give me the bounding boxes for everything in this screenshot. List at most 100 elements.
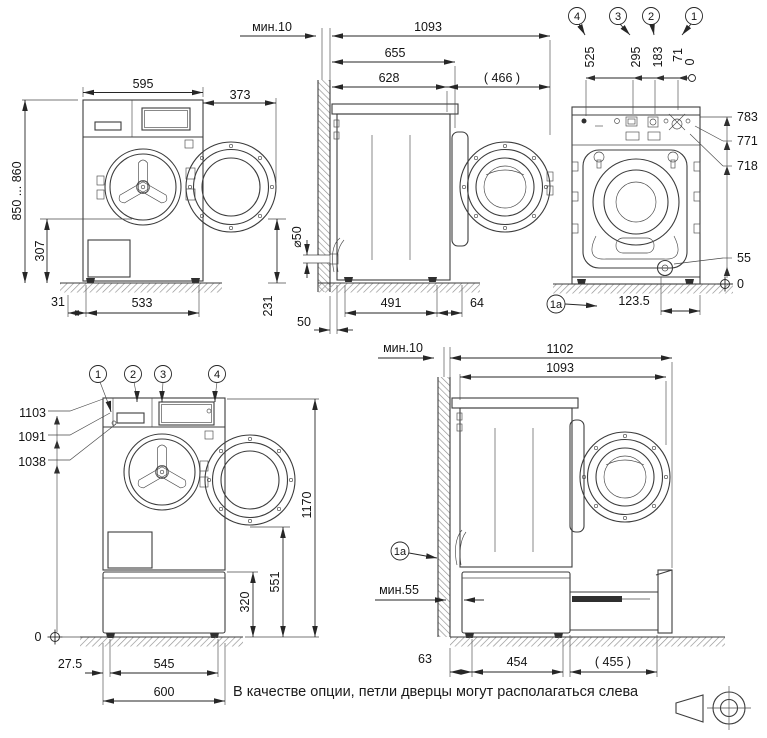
washer-side-body-2 [451, 397, 670, 568]
wall-2 [437, 347, 451, 637]
detergent-drawer-2 [116, 412, 145, 424]
dim-offset-0: 0 [683, 58, 697, 65]
logo-mark [184, 139, 194, 149]
dim-drawer-ext-455: ( 455 ) [595, 655, 631, 669]
dimensions-pedestal-front: 1170 551 320 27.5 545 600 [58, 398, 319, 705]
callouts-rear: 4 3 2 1 [568, 7, 703, 36]
drain-outlet [329, 253, 339, 265]
label-min-55: мин.55 [379, 583, 419, 597]
wall [303, 28, 332, 292]
callout-1: 1 [691, 11, 697, 23]
callout-3: 3 [615, 11, 621, 23]
dim-height-1091: 1091 [18, 430, 46, 444]
height-labels: 1103 1091 1038 0 [18, 398, 117, 645]
callout-p4: 4 [214, 369, 220, 381]
ground [318, 282, 480, 293]
front-view: 595 373 850 ... 860 307 31 533 [10, 77, 277, 317]
ground [60, 282, 222, 293]
callout-2: 2 [648, 11, 654, 23]
washer-body [82, 99, 277, 283]
detail-ref-1a: 1a [550, 299, 563, 311]
detail-ref-1a-side: 1a [394, 546, 407, 558]
drum-opening [104, 148, 182, 226]
dim-drain-offset: 123.5 [618, 294, 649, 308]
dim-pedestal-height: 320 [238, 592, 252, 613]
ground [450, 636, 725, 647]
label-drain-hole-dia: ⌀50 [290, 226, 304, 247]
callout-4: 4 [574, 11, 580, 23]
dim-side-offset: 31 [51, 295, 65, 309]
pedestal-drawer [461, 569, 673, 638]
dim-body-depth: 628 [379, 71, 400, 85]
drawer-rail [572, 596, 622, 602]
dim-height-1038: 1038 [18, 455, 46, 469]
dim-door-swing: 373 [230, 88, 251, 102]
label-min-gap: мин.10 [252, 20, 292, 34]
dim-feet-span-side: 491 [381, 296, 402, 310]
open-door [185, 141, 277, 233]
drain-pump [656, 259, 674, 277]
pedestal-side-view: мин.10 1102 1093 1a мин.55 63 454 ( 455 … [375, 341, 725, 677]
dim-depth-with-door: 655 [385, 46, 406, 60]
callout-p2: 2 [130, 369, 136, 381]
side-view: мин.10 1093 655 628 ( 466 ) ⌀50 50 491 6… [240, 20, 554, 334]
washer-rear-body [571, 106, 701, 285]
service-flap-2 [107, 531, 153, 569]
label-ground-zero-rear: 0 [737, 277, 744, 291]
dim-rear-clearance: 50 [297, 315, 311, 329]
dim-front-offset: 64 [470, 296, 484, 310]
pedestal-front-view: 1 2 3 4 1103 1091 1038 0 11 [18, 365, 319, 705]
ground [553, 283, 733, 294]
dim-drum-height: 551 [268, 572, 282, 593]
drum-opening-2 [123, 433, 201, 511]
dimensions-front: 595 373 850 ... 860 307 31 533 [10, 77, 277, 317]
dim-height-55: 55 [737, 251, 751, 265]
service-flap [87, 239, 131, 278]
control-display [141, 107, 191, 131]
ground [80, 636, 243, 647]
callout-p1: 1 [95, 369, 101, 381]
dim-offset-71: 71 [671, 48, 685, 62]
dim-width-600: 600 [154, 685, 175, 699]
dim-door-clearance: ( 466 ) [484, 71, 520, 85]
callouts-pedestal-front: 1 2 3 4 [89, 365, 226, 426]
dim-height-771: 771 [737, 134, 758, 148]
dim-depth-1093: 1093 [546, 361, 574, 375]
drawer-front [657, 569, 673, 634]
label-ground-zero-front: 0 [35, 630, 42, 644]
dim-pump-height: 307 [33, 241, 47, 262]
label-min-gap-2: мин.10 [383, 341, 423, 355]
rear-view: 4 3 2 1 525 295 183 71 0 [546, 7, 758, 315]
footer: В качестве опции, петли дверцы могут рас… [233, 684, 751, 730]
door-mount-2 [569, 419, 585, 533]
dim-drain-height: 231 [261, 296, 275, 317]
dim-offset-183: 183 [651, 47, 665, 68]
projection-symbol-icon [675, 686, 751, 730]
dim-side-offset-27-5: 27.5 [58, 657, 82, 671]
washer-side-body [329, 103, 554, 282]
dim-height-range: 850 ... 860 [10, 161, 24, 220]
dim-feet-span: 533 [132, 296, 153, 310]
detergent-drawer [94, 121, 122, 131]
option-note: В качестве опции, петли дверцы могут рас… [233, 684, 639, 700]
projection-circle-icon [707, 686, 751, 730]
callout-p3: 3 [160, 369, 166, 381]
projection-cone-icon [675, 694, 704, 723]
dim-width: 595 [133, 77, 154, 91]
dim-offset-295: 295 [629, 47, 643, 68]
dim-feet-span-454: 454 [507, 655, 528, 669]
drain-hole [316, 255, 332, 263]
washer-body-pedestal [102, 397, 296, 571]
inlet-valve [663, 113, 691, 131]
dim-offset-525: 525 [583, 47, 597, 68]
dim-height-718: 718 [737, 159, 758, 173]
dim-feet-span-545: 545 [154, 657, 175, 671]
datum-ground-front [47, 629, 63, 645]
logo-mark-2 [204, 430, 214, 440]
dim-height-1103: 1103 [19, 406, 46, 420]
detail-1a-rear: 1a 123.5 [546, 277, 701, 315]
dimensions-rear-offsets: 525 295 183 71 0 [583, 47, 697, 116]
dim-overall-height: 1170 [300, 492, 314, 519]
dim-overall-1102: 1102 [547, 342, 574, 356]
